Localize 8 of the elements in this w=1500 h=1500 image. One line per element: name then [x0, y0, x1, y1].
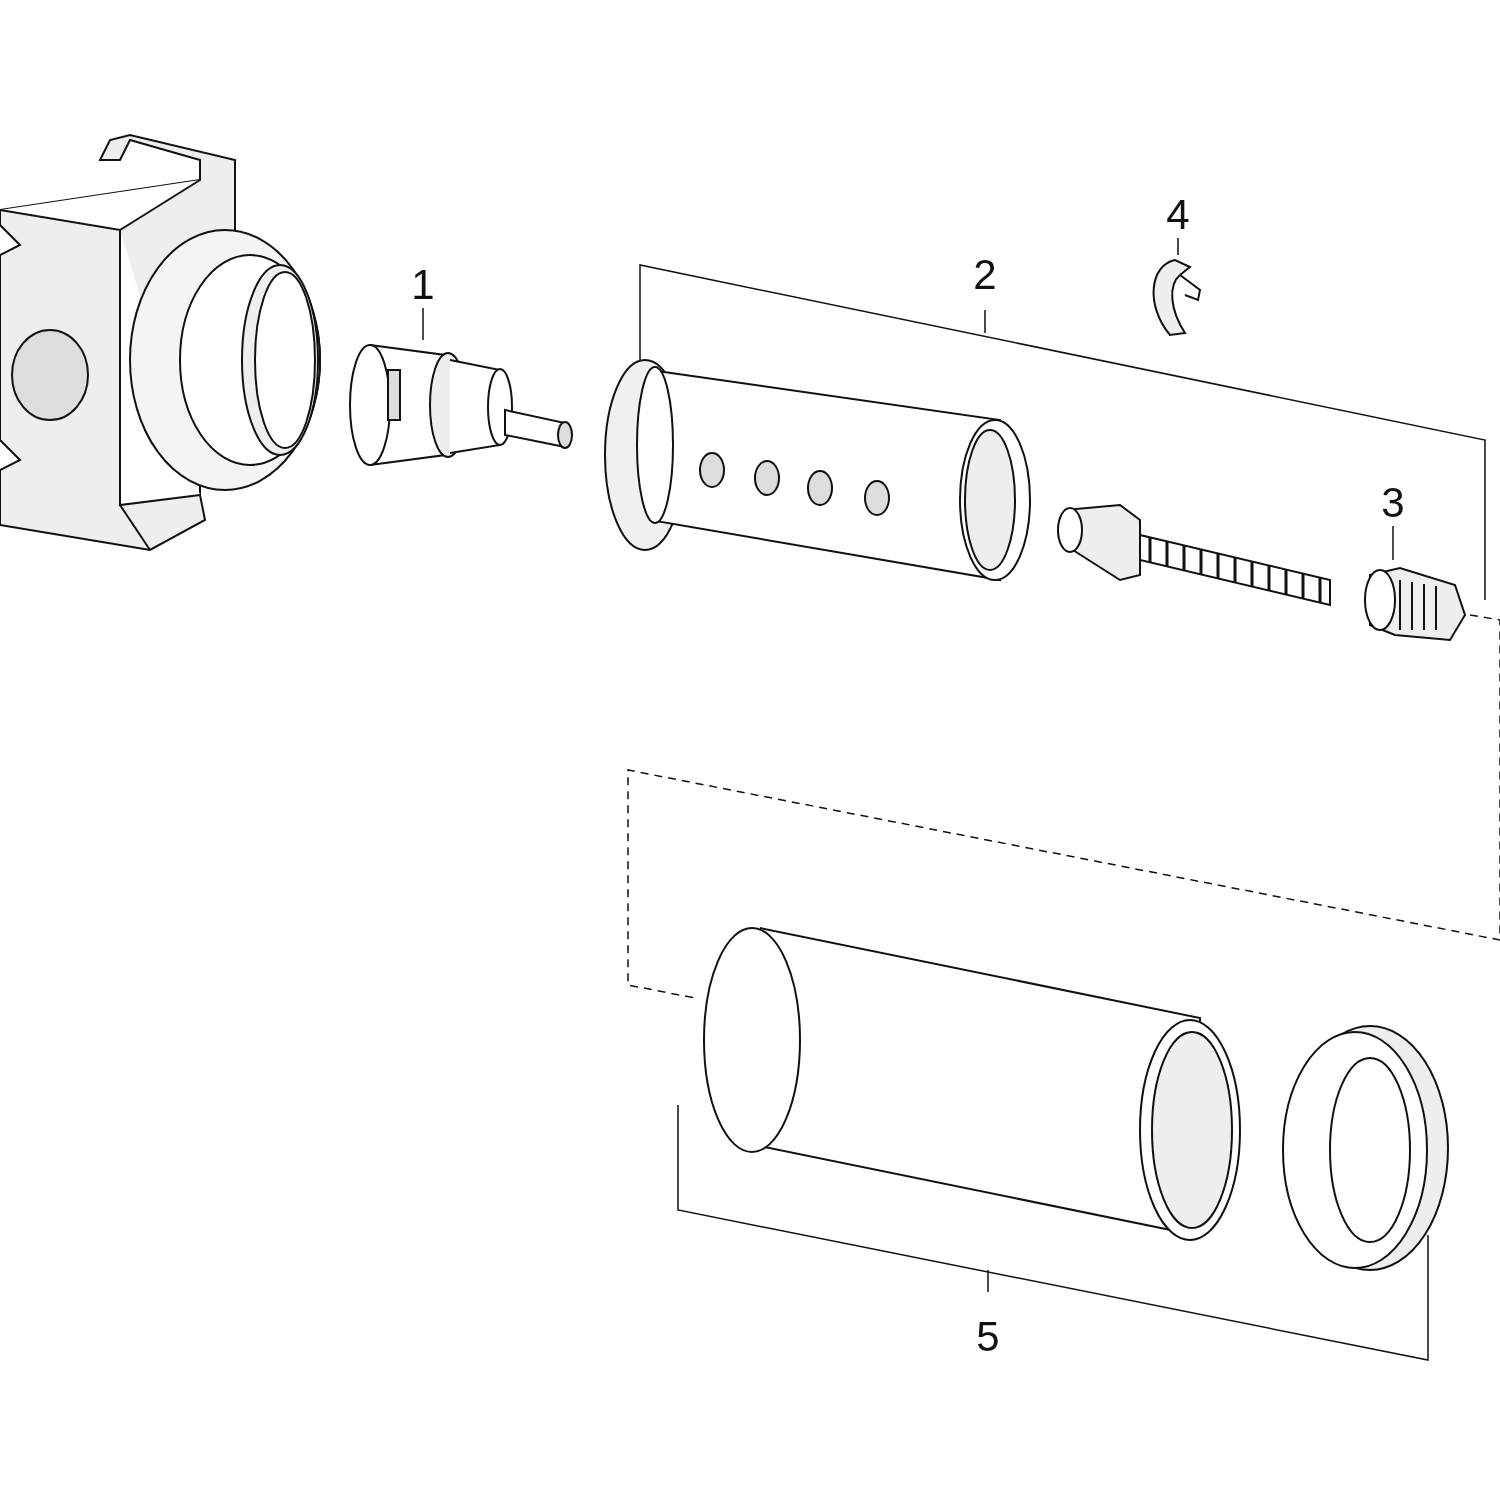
callout-number: 2 [972, 252, 998, 298]
leader-line [1392, 525, 1394, 561]
callout-number: 5 [975, 1314, 1001, 1360]
callout-number: 1 [403, 262, 443, 308]
leader-line [1177, 237, 1179, 256]
leader-line [422, 307, 424, 341]
callout-number: 4 [1158, 192, 1198, 238]
callout-number: 3 [1373, 480, 1413, 526]
